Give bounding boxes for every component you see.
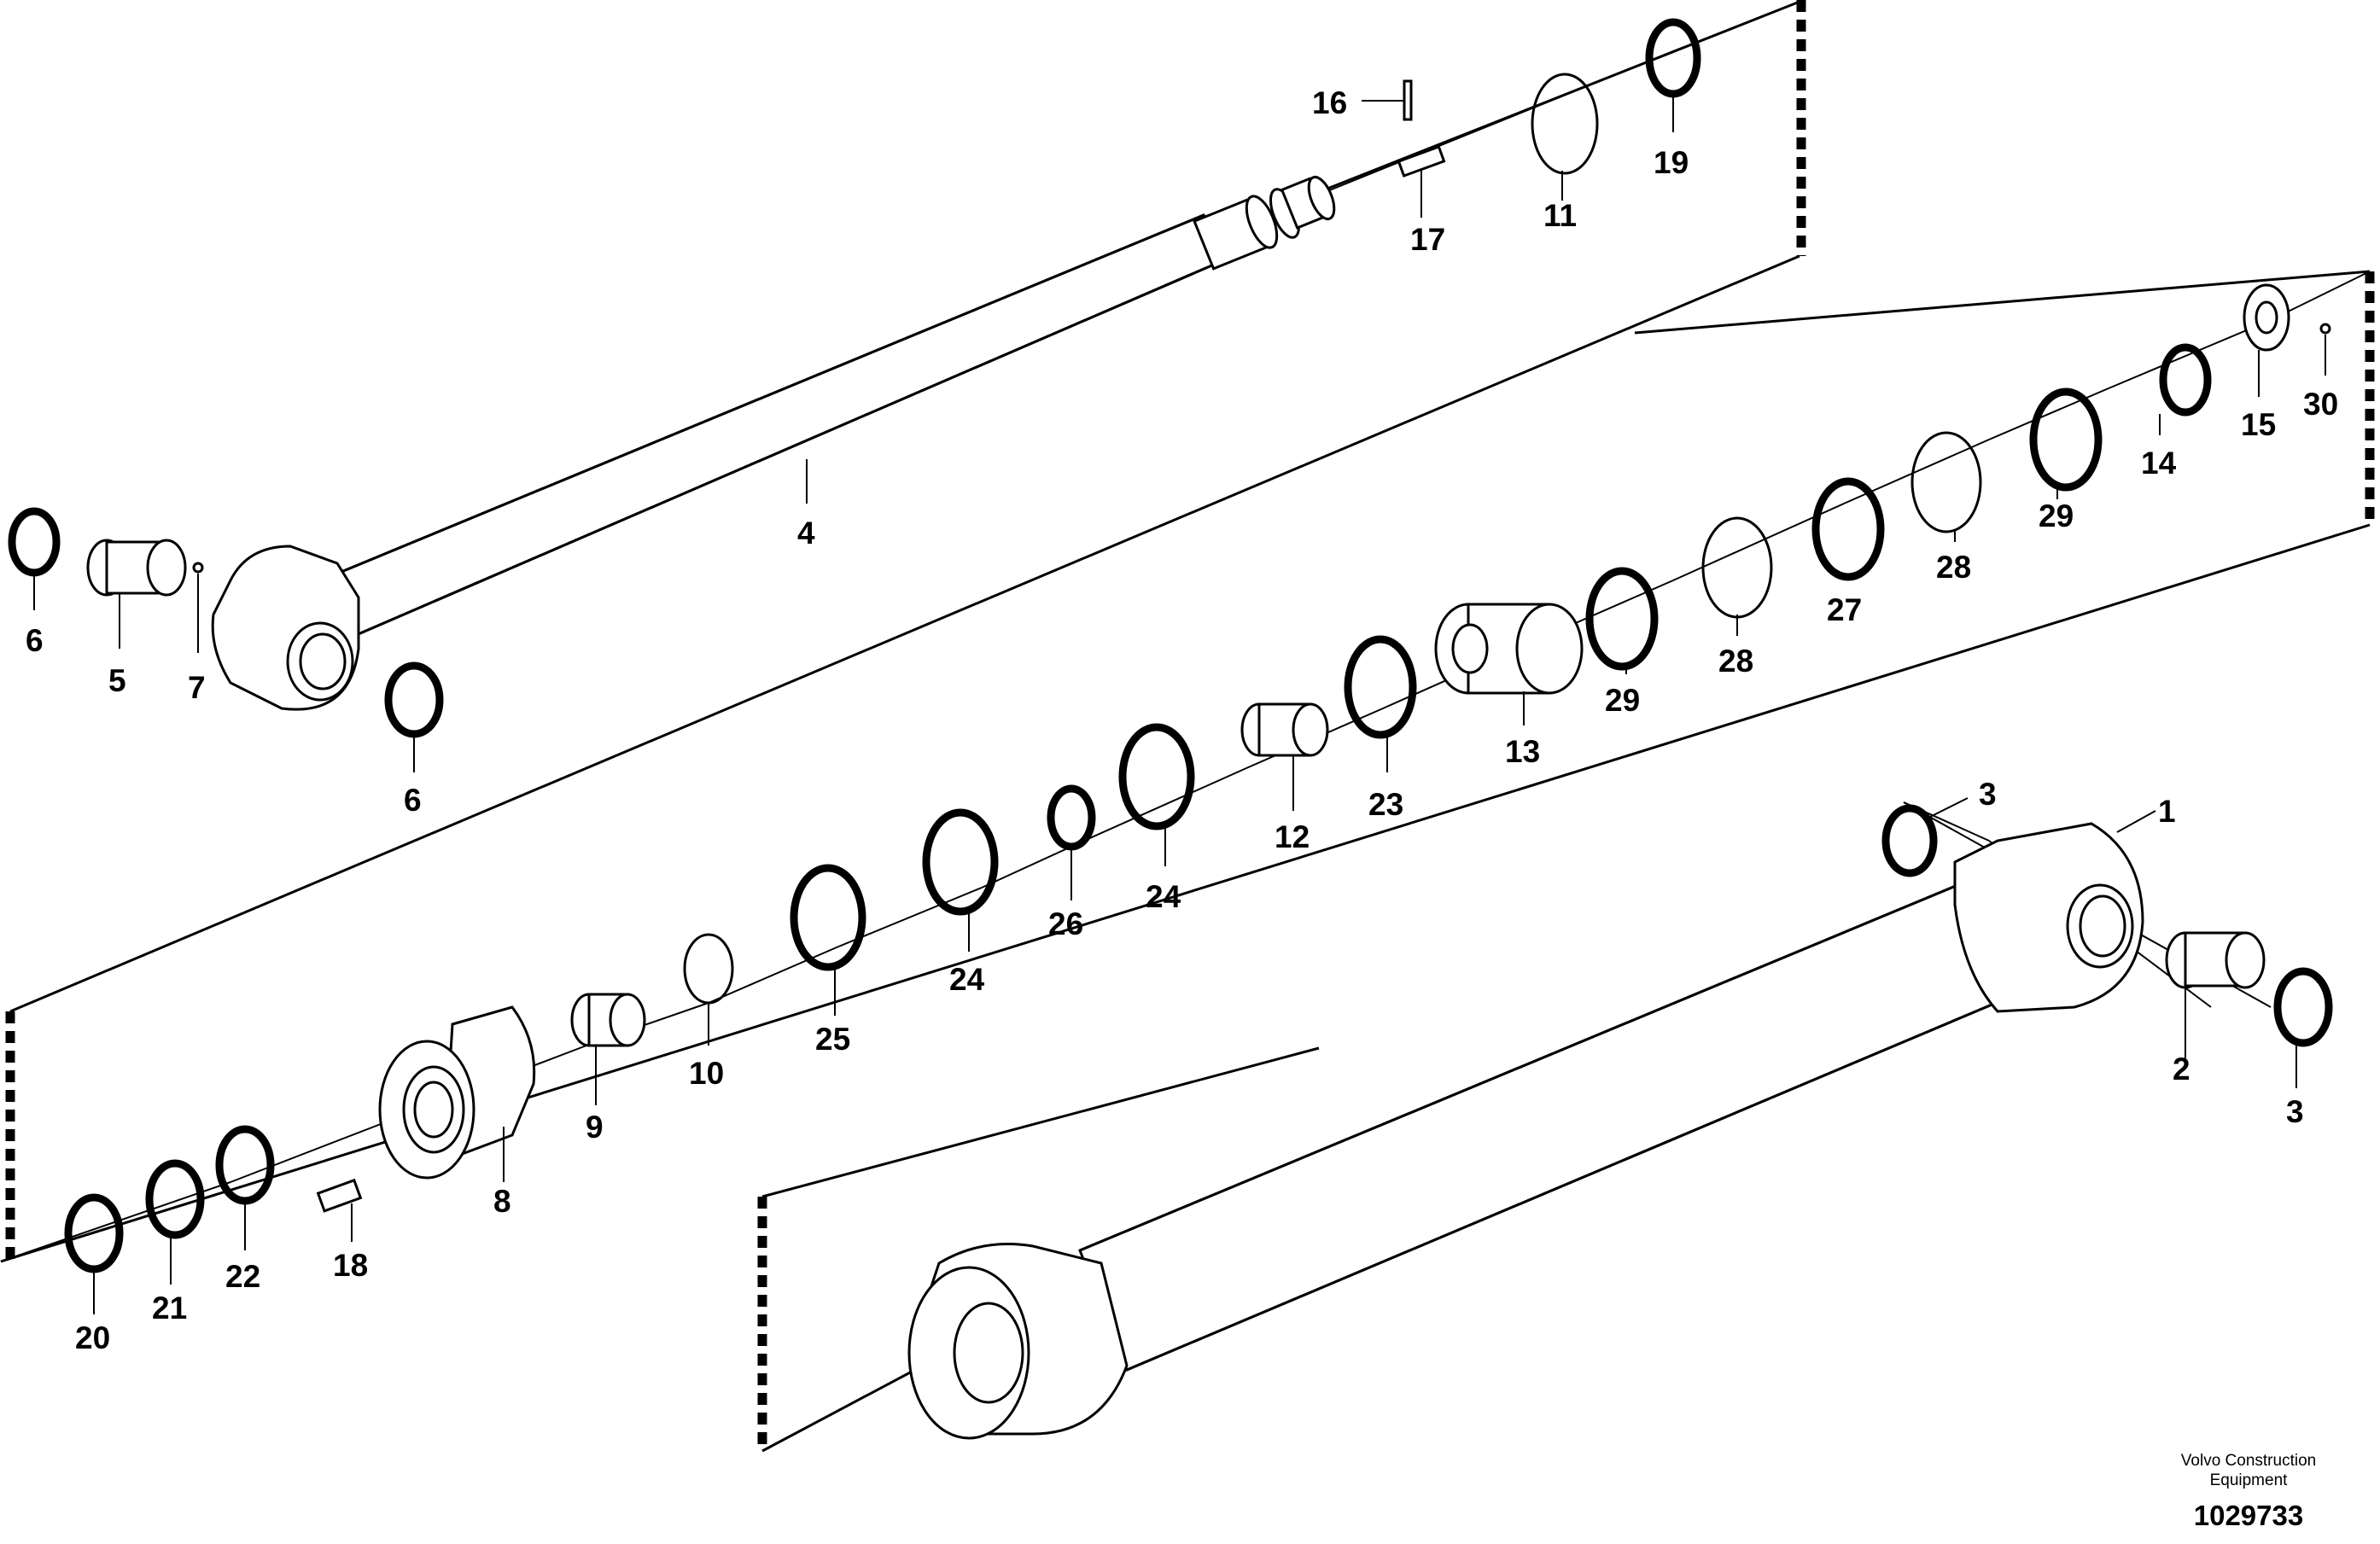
label-24b: 24 — [949, 962, 985, 997]
seal-rings — [8, 18, 2333, 1273]
label-21: 21 — [152, 1291, 187, 1326]
ring-23 — [1344, 635, 1417, 739]
label-22: 22 — [225, 1259, 260, 1294]
document-number: 1029733 — [2193, 1500, 2304, 1531]
label-28b: 28 — [1718, 644, 1753, 679]
label-26: 26 — [1048, 906, 1083, 941]
frame-borders — [5, 0, 2375, 1451]
label-28a: 28 — [1936, 550, 1971, 585]
label-16: 16 — [1312, 85, 1347, 120]
piston-rod-4 — [211, 175, 1336, 711]
ring-29a — [1585, 567, 1659, 671]
label-23: 23 — [1368, 787, 1403, 822]
ring-3a — [1881, 804, 1938, 877]
label-5: 5 — [108, 663, 126, 698]
label-13: 13 — [1505, 734, 1540, 769]
label-24a: 24 — [1146, 879, 1181, 914]
label-3a: 3 — [1979, 777, 1997, 812]
ring-6a — [8, 507, 61, 577]
ring-3b — [2273, 967, 2333, 1047]
label-25: 25 — [815, 1022, 850, 1057]
ring-6b — [384, 661, 444, 738]
cylinder-tube-1 — [907, 822, 2144, 1440]
ring-24b — [922, 808, 999, 916]
ring-21 — [145, 1159, 205, 1239]
label-29a: 29 — [1605, 683, 1640, 718]
label-12: 12 — [1275, 819, 1310, 854]
ring-26 — [1047, 784, 1096, 851]
label-8: 8 — [493, 1184, 511, 1219]
label-11: 11 — [1543, 198, 1577, 233]
label-10: 10 — [689, 1056, 724, 1091]
label-6b: 6 — [404, 783, 422, 818]
leader-lines — [33, 94, 2326, 1314]
credit-line-2: Equipment — [2209, 1471, 2288, 1489]
label-7: 7 — [188, 670, 206, 705]
ring-25 — [790, 864, 866, 971]
ring-14 — [2159, 343, 2212, 417]
cylinder-head-8 — [378, 1005, 536, 1180]
credit-line-1: Volvo Construction — [2180, 1452, 2317, 1470]
label-20: 20 — [75, 1320, 110, 1355]
label-4: 4 — [797, 516, 815, 551]
label-6a: 6 — [26, 623, 44, 658]
label-2: 2 — [2173, 1052, 2190, 1087]
label-27: 27 — [1827, 592, 1862, 627]
manufacturer-credit: Volvo Construction Equipment — [2146, 1451, 2351, 1490]
label-9: 9 — [586, 1110, 604, 1145]
ring-27 — [1811, 477, 1885, 581]
label-3b: 3 — [2286, 1094, 2304, 1129]
cylindrical-parts — [86, 79, 2331, 1213]
label-17: 17 — [1410, 222, 1445, 257]
label-1: 1 — [2158, 794, 2176, 829]
ring-10 — [683, 933, 734, 1005]
ring-22 — [215, 1125, 275, 1205]
label-19: 19 — [1654, 145, 1689, 180]
ring-28b — [1701, 516, 1773, 619]
label-18: 18 — [333, 1248, 368, 1283]
ring-11 — [1531, 73, 1599, 175]
ring-28a — [1910, 431, 1982, 533]
ring-29b — [2029, 387, 2103, 492]
ring-24a — [1118, 723, 1195, 830]
label-30: 30 — [2303, 387, 2338, 422]
label-15: 15 — [2241, 407, 2276, 442]
label-14: 14 — [2141, 446, 2177, 481]
label-29b: 29 — [2039, 498, 2074, 533]
part-labels: 16 17 11 19 4 6 5 7 6 15 30 14 29 28 27 … — [26, 85, 2338, 1355]
